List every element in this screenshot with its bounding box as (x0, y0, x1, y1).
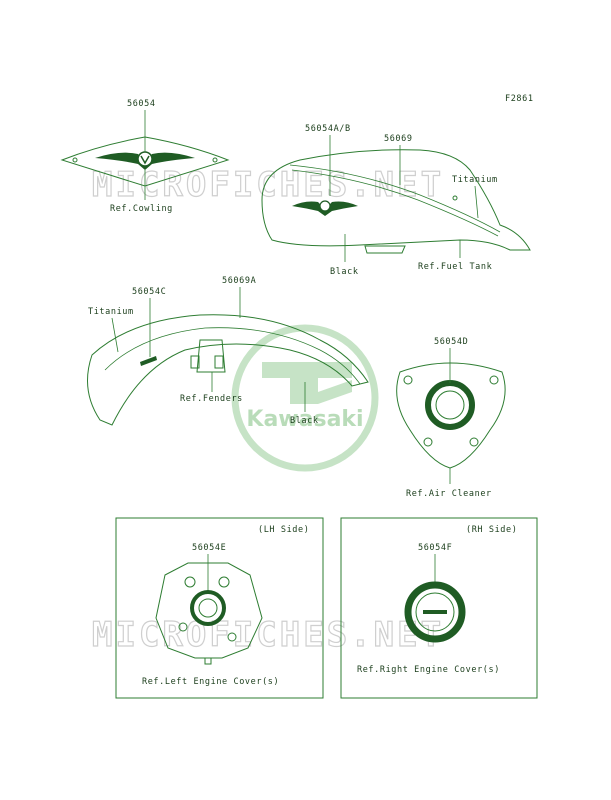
label-ref-right-engine-cover: Ref.Right Engine Cover(s) (357, 665, 500, 675)
air-cleaner-cover (396, 362, 506, 469)
cowling-emblem (60, 136, 230, 187)
label-ref-left-engine-cover: Ref.Left Engine Cover(s) (142, 677, 279, 687)
callout-56054: 56054 (127, 99, 156, 109)
label-titanium-fender: Titanium (88, 307, 134, 317)
lh-side-box (115, 517, 324, 699)
label-ref-fenders: Ref.Fenders (180, 394, 243, 404)
callout-56054f: 56054F (418, 543, 452, 553)
label-titanium-tank: Titanium (452, 175, 498, 185)
callout-56054d: 56054D (434, 337, 468, 347)
rh-side-box (340, 517, 538, 699)
front-fender (87, 314, 369, 426)
callout-56054e: 56054E (192, 543, 226, 553)
right-engine-cover-emblem (404, 581, 466, 643)
figure-code: F2861 (505, 94, 534, 104)
label-rh-side: (RH Side) (466, 525, 517, 535)
site-watermark-bottom: MICROFICHES.NET (92, 615, 444, 655)
label-black-fender: Black (290, 416, 319, 426)
label-ref-air-cleaner: Ref.Air Cleaner (406, 489, 492, 499)
label-lh-side: (LH Side) (258, 525, 309, 535)
label-ref-cowling: Ref.Cowling (110, 204, 173, 214)
callout-56069: 56069 (384, 134, 413, 144)
left-engine-cover (155, 562, 263, 665)
label-black-tank: Black (330, 267, 359, 277)
callout-56069a: 56069A (222, 276, 256, 286)
callout-56054c: 56054C (132, 287, 166, 297)
fuel-tank (261, 149, 531, 254)
callout-56054ab: 56054A/B (305, 124, 351, 134)
label-ref-fuel-tank: Ref.Fuel Tank (418, 262, 492, 272)
